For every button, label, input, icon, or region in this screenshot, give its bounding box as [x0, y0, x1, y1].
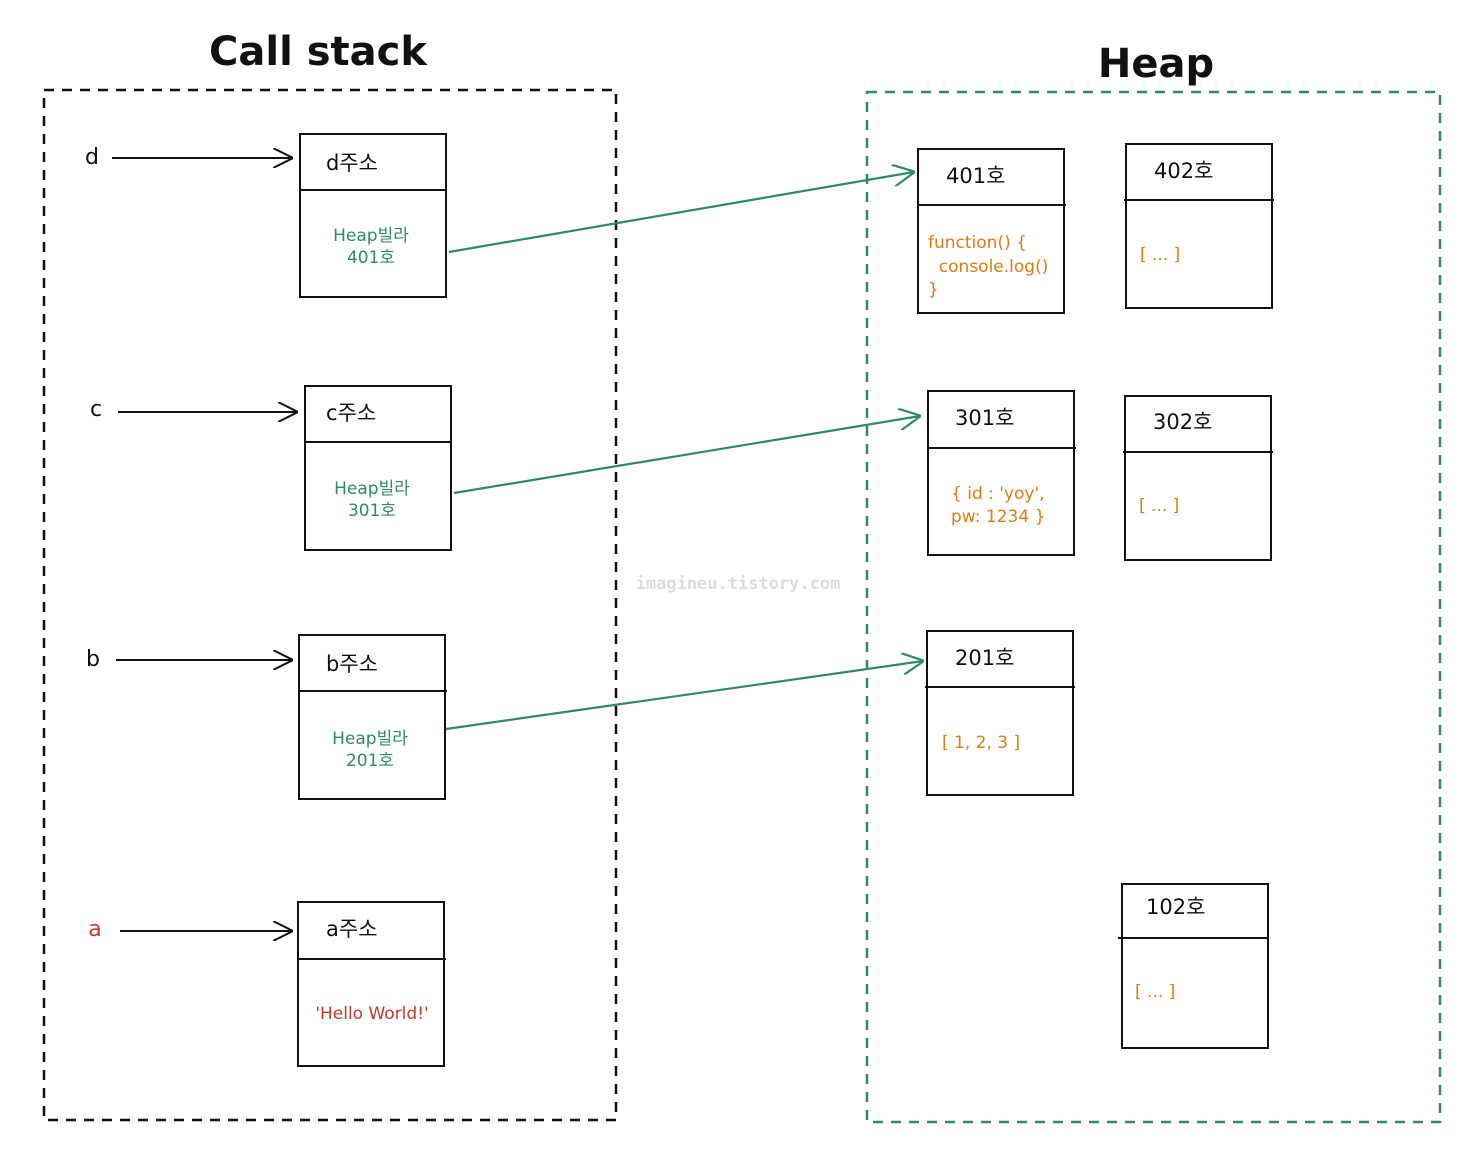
variable-label: b: [86, 647, 100, 672]
stack-cell: [304, 385, 452, 551]
heap-cell: [927, 390, 1075, 556]
heap-cell-301: 301호 { id : 'yoy', pw: 1234 }: [927, 390, 1076, 556]
heap-room-label: 201호: [955, 646, 1014, 670]
stack-entry-d: d d주소 Heap빌라 401호: [85, 133, 447, 298]
reference-arrow-b-to-201: [445, 661, 923, 731]
cell-value-line: 'Hello World!': [315, 1004, 428, 1024]
watermark: imagineu.tistory.com: [636, 574, 841, 594]
cell-value-line: 201호: [346, 751, 394, 771]
heap-cell: [1121, 883, 1269, 1049]
heap-cell-201: 201호 [ 1, 2, 3 ]: [925, 630, 1075, 796]
heap-cell: [1125, 143, 1273, 309]
heap-room-label: 102호: [1146, 895, 1205, 919]
heap-cell: [1124, 395, 1272, 561]
heap-room-label: 302호: [1153, 410, 1212, 434]
call-stack-frame: [42, 88, 618, 1122]
heap-content-line: console.log(): [928, 257, 1048, 277]
cell-address: b주소: [326, 652, 378, 676]
cell-value-line: Heap빌라: [332, 729, 408, 749]
heap-frame: [865, 90, 1442, 1124]
heap-content-line: [ ... ]: [1139, 496, 1179, 516]
variable-label: d: [85, 145, 99, 170]
heap-cell-302: 302호 [ ... ]: [1123, 395, 1273, 561]
stack-entry-a: a a주소 'Hello World!': [88, 901, 446, 1067]
heap-cell: [926, 630, 1074, 796]
heap-room-label: 402호: [1154, 159, 1213, 183]
cell-value-line: 401호: [347, 248, 395, 268]
reference-arrow-d-to-401: [448, 172, 914, 254]
call-stack-title: Call stack: [209, 29, 428, 75]
cell-value-line: 301호: [348, 501, 396, 521]
heap-cell-401: 401호 function() { console.log() }: [917, 148, 1066, 314]
reference-arrow-c-to-301: [453, 416, 920, 495]
heap-content-line: [ ... ]: [1135, 982, 1175, 1002]
heap-cell-402: 402호 [ ... ]: [1124, 143, 1274, 309]
stack-cell: [299, 133, 447, 298]
heap-content-line: pw: 1234 }: [951, 507, 1045, 527]
stack-cell: [297, 901, 445, 1067]
heap-cell: [917, 148, 1065, 314]
heap-content-line: }: [928, 280, 939, 300]
cell-address: c주소: [326, 401, 376, 425]
heap-cell-102: 102호 [ ... ]: [1118, 883, 1269, 1049]
heap-content-line: function() {: [928, 233, 1027, 253]
heap-title: Heap: [1098, 41, 1214, 87]
variable-label: c: [90, 397, 102, 422]
stack-cell: [298, 634, 446, 800]
heap-content-line: [ 1, 2, 3 ]: [942, 733, 1020, 753]
variable-label: a: [88, 917, 101, 942]
cell-address: d주소: [326, 151, 378, 175]
heap-room-label: 301호: [955, 406, 1014, 430]
cell-address: a주소: [326, 917, 378, 941]
cell-value-line: Heap빌라: [333, 226, 409, 246]
cell-value-line: Heap빌라: [334, 479, 410, 499]
heap-room-label: 401호: [946, 164, 1005, 188]
stack-entry-b: b b주소 Heap빌라 201호: [86, 634, 447, 800]
stack-entry-c: c c주소 Heap빌라 301호: [90, 385, 452, 551]
heap-content-line: { id : 'yoy',: [951, 484, 1045, 504]
heap-content-line: [ ... ]: [1140, 245, 1180, 265]
